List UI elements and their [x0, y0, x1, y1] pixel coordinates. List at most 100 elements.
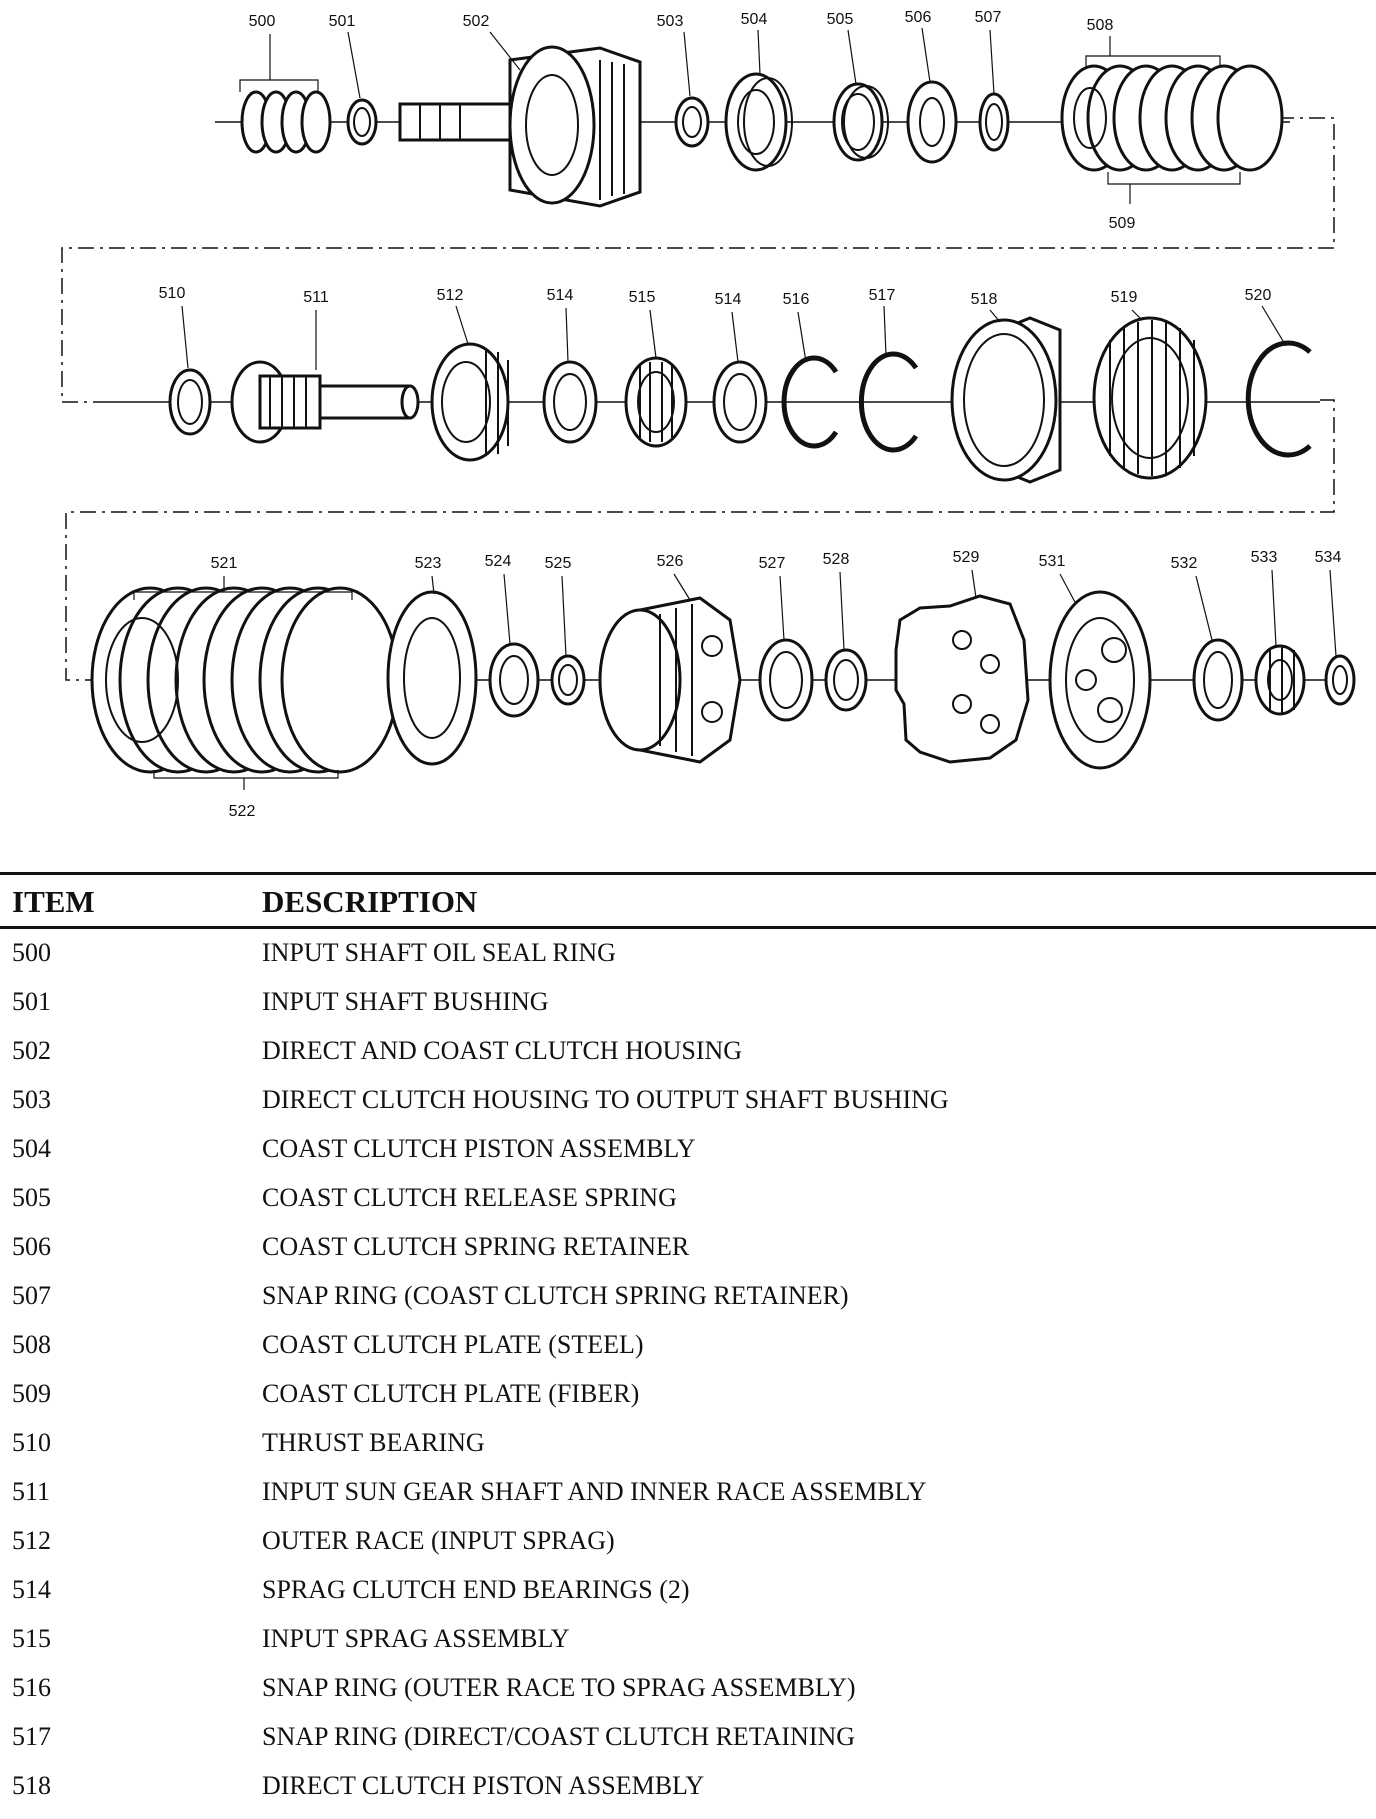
callout-523: 523: [415, 555, 442, 572]
row-description: SNAP RING (COAST CLUTCH SPRING RETAINER): [262, 1281, 849, 1310]
leader-503: [683, 31, 691, 97]
legend-header-rule: [0, 926, 1376, 929]
row-description: SPRAG CLUTCH END BEARINGS (2): [262, 1575, 690, 1604]
row-description: OUTER RACE (INPUT SPRAG): [262, 1526, 615, 1555]
callout-502: 502: [463, 13, 490, 30]
part-518-direct-piston: [950, 316, 1062, 484]
leader-527: [779, 575, 785, 641]
table-row: 507 SNAP RING (COAST CLUTCH SPRING RETAI…: [0, 1281, 1376, 1329]
part-514-end-bearing: [542, 360, 598, 444]
table-row: 517 SNAP RING (DIRECT/COAST CLUTCH RETAI…: [0, 1722, 1376, 1770]
part-529-shell: [894, 594, 1030, 764]
row-item-number: 509: [12, 1379, 51, 1408]
callout-518: 518: [971, 291, 998, 308]
part-501-bushing: [346, 98, 378, 146]
row-description: SNAP RING (OUTER RACE TO SPRAG ASSEMBLY): [262, 1673, 856, 1702]
callout-522: 522: [229, 803, 256, 820]
part-532-bearing: [1192, 638, 1244, 722]
bracket-500: [239, 79, 319, 92]
part-524-bearing: [488, 642, 540, 718]
part-503-bushing: [674, 96, 710, 148]
row-description: THRUST BEARING: [262, 1428, 485, 1457]
table-row: 503 DIRECT CLUTCH HOUSING TO OUTPUT SHAF…: [0, 1085, 1376, 1133]
callout-512: 512: [437, 287, 464, 304]
callout-507: 507: [975, 9, 1002, 26]
row-item-number: 510: [12, 1428, 51, 1457]
leader-505: [847, 29, 857, 85]
part-525-bushing: [550, 654, 586, 706]
callout-517: 517: [869, 287, 896, 304]
part-528-bushing: [824, 648, 868, 712]
leader-516: [797, 311, 807, 363]
leader-534: [1329, 569, 1337, 657]
part-526-housing: [598, 596, 742, 764]
leader-519: [1131, 309, 1143, 321]
table-row: 501 INPUT SHAFT BUSHING: [0, 987, 1376, 1035]
column-header-description: DESCRIPTION: [262, 884, 478, 919]
table-row: 512 OUTER RACE (INPUT SPRAG): [0, 1526, 1376, 1574]
part-534-snap-ring: [1324, 654, 1356, 706]
leader-504: [757, 29, 761, 75]
row-item-number: 502: [12, 1036, 51, 1065]
part-510-thrust-bearing: [168, 368, 212, 436]
row-item-number: 505: [12, 1183, 51, 1212]
callout-510: 510: [159, 285, 186, 302]
leader-531: [1059, 573, 1077, 605]
exploded-parts-diagram: 500 501 502 503 504 505 506 507 508 509: [61, 9, 1356, 820]
bracket-521: [133, 591, 353, 600]
callout-519: 519: [1111, 289, 1138, 306]
table-row: 511 INPUT SUN GEAR SHAFT AND INNER RACE …: [0, 1477, 1376, 1525]
leader-515: [649, 309, 657, 359]
leader-533: [1271, 569, 1277, 647]
callout-516: 516: [783, 291, 810, 308]
row-item-number: 504: [12, 1134, 51, 1163]
part-533-gear: [1254, 644, 1306, 716]
table-row: 516 SNAP RING (OUTER RACE TO SPRAG ASSEM…: [0, 1673, 1376, 1721]
callout-521: 521: [211, 555, 238, 572]
row-item-number: 506: [12, 1232, 51, 1261]
row-item-number: 500: [12, 938, 51, 967]
row-description: INPUT SHAFT OIL SEAL RING: [262, 938, 616, 967]
table-row: 514 SPRAG CLUTCH END BEARINGS (2): [0, 1575, 1376, 1623]
row-description: DIRECT CLUTCH HOUSING TO OUTPUT SHAFT BU…: [262, 1085, 949, 1114]
callout-509: 509: [1109, 215, 1136, 232]
part-519-ring-gear: [1092, 316, 1208, 480]
part-520-snap-ring: [1245, 340, 1312, 458]
part-508-509-plate-stack: [1060, 64, 1284, 172]
callout-525: 525: [545, 555, 572, 572]
part-511-sun-gear-shaft: [230, 360, 420, 444]
bracket-508: [1085, 55, 1221, 66]
row-description: INPUT SHAFT BUSHING: [262, 987, 549, 1016]
table-row: 518 DIRECT CLUTCH PISTON ASSEMBLY: [0, 1771, 1376, 1819]
table-row: 506 COAST CLUTCH SPRING RETAINER: [0, 1232, 1376, 1280]
table-row: 504 COAST CLUTCH PISTON ASSEMBLY: [0, 1134, 1376, 1182]
row-description: INPUT SUN GEAR SHAFT AND INNER RACE ASSE…: [262, 1477, 927, 1506]
row-description: DIRECT CLUTCH PISTON ASSEMBLY: [262, 1771, 705, 1800]
part-505-release-spring: [832, 82, 889, 162]
callout-504: 504: [741, 11, 768, 28]
row-item-number: 517: [12, 1722, 51, 1751]
leader-529: [971, 569, 977, 599]
leader-526: [673, 573, 691, 601]
part-521-522-clutch-pack: [90, 586, 400, 774]
row-description: COAST CLUTCH PISTON ASSEMBLY: [262, 1134, 696, 1163]
leader-506: [921, 27, 931, 83]
routing-line: [61, 117, 1335, 403]
leader-518: [989, 309, 1001, 323]
part-516-snap-ring: [781, 355, 839, 449]
callout-533: 533: [1251, 549, 1278, 566]
callout-514b: 514: [715, 291, 742, 308]
bracket-522: [153, 770, 339, 779]
callout-506: 506: [905, 9, 932, 26]
leader-524: [503, 573, 511, 645]
row-description: COAST CLUTCH RELEASE SPRING: [262, 1183, 677, 1212]
part-506-spring-retainer: [906, 80, 958, 164]
row-description: COAST CLUTCH SPRING RETAINER: [262, 1232, 690, 1261]
row-item-number: 515: [12, 1624, 51, 1653]
part-502-housing: [398, 45, 642, 208]
callout-528: 528: [823, 551, 850, 568]
row-description: COAST CLUTCH PLATE (FIBER): [262, 1379, 640, 1408]
routing-line: [65, 399, 1335, 681]
part-517-snap-ring: [858, 351, 919, 453]
